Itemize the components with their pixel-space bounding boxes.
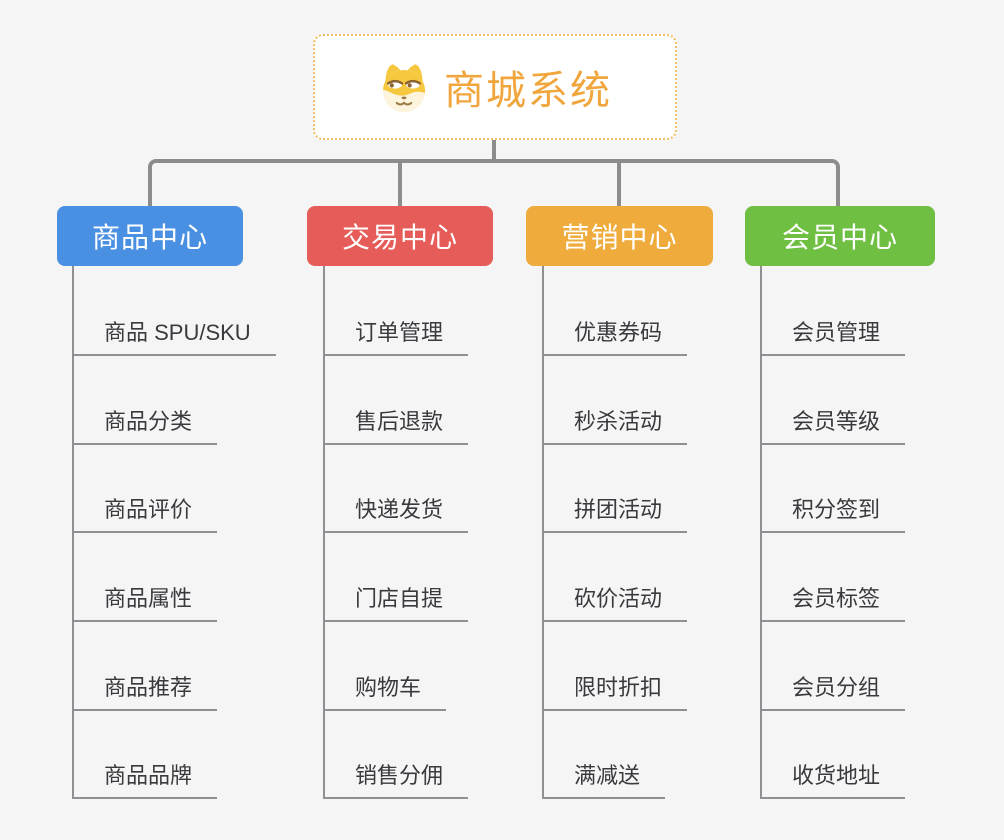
connector-root-stub	[492, 140, 496, 163]
leaf-node[interactable]: 会员管理	[762, 316, 906, 356]
branch-node-trade-center[interactable]: 交易中心	[307, 206, 493, 266]
leaf-node[interactable]: 收货地址	[762, 759, 906, 799]
leaf-node[interactable]: 订单管理	[325, 316, 469, 356]
branch-node-member-center[interactable]: 会员中心	[745, 206, 935, 266]
leaf-node[interactable]: 商品评价	[74, 493, 218, 533]
leaf-node[interactable]: 销售分佣	[325, 759, 469, 799]
branch-node-product-center[interactable]: 商品中心	[57, 206, 243, 266]
root-node[interactable]: 商城系统	[313, 34, 677, 140]
dog-mascot-icon	[382, 64, 426, 113]
leaf-node[interactable]: 售后退款	[325, 405, 469, 445]
branch-column-member: 会员管理 会员等级 积分签到 会员标签 会员分组 收货地址	[760, 266, 906, 799]
leaf-node[interactable]: 秒杀活动	[544, 405, 688, 445]
leaf-node[interactable]: 会员标签	[762, 582, 906, 622]
leaf-node[interactable]: 积分签到	[762, 493, 906, 533]
branch-column-marketing: 优惠券码 秒杀活动 拼团活动 砍价活动 限时折扣 满减送	[542, 266, 688, 799]
leaf-node[interactable]: 商品分类	[74, 405, 218, 445]
leaf-node[interactable]: 满减送	[544, 759, 666, 799]
branch-column-trade: 订单管理 售后退款 快递发货 门店自提 购物车 销售分佣	[323, 266, 469, 799]
leaf-node[interactable]: 商品推荐	[74, 671, 218, 711]
leaf-node[interactable]: 砍价活动	[544, 582, 688, 622]
branch-label: 营销中心	[561, 222, 678, 253]
connector-drop-branch-2	[398, 161, 402, 206]
root-title: 商城系统	[444, 69, 612, 113]
leaf-node[interactable]: 门店自提	[325, 582, 469, 622]
leaf-node[interactable]: 会员等级	[762, 405, 906, 445]
leaf-node[interactable]: 商品 SPU/SKU	[74, 316, 276, 356]
branch-label: 会员中心	[781, 222, 898, 253]
leaf-node[interactable]: 快递发货	[325, 493, 469, 533]
leaf-node[interactable]: 商品属性	[74, 582, 218, 622]
leaf-node[interactable]: 限时折扣	[544, 671, 688, 711]
leaf-node[interactable]: 购物车	[325, 671, 447, 711]
leaf-node[interactable]: 商品品牌	[74, 759, 218, 799]
branch-node-marketing-center[interactable]: 营销中心	[526, 206, 713, 266]
connector-bus-left	[148, 159, 494, 206]
leaf-node[interactable]: 拼团活动	[544, 493, 688, 533]
leaf-node[interactable]: 优惠券码	[544, 316, 688, 356]
branch-label: 交易中心	[341, 222, 458, 253]
connector-bus-right	[494, 159, 840, 206]
connector-drop-branch-3	[617, 161, 621, 206]
branch-column-product: 商品 SPU/SKU 商品分类 商品评价 商品属性 商品推荐 商品品牌	[72, 266, 276, 799]
branch-label: 商品中心	[91, 222, 208, 253]
leaf-node[interactable]: 会员分组	[762, 671, 906, 711]
